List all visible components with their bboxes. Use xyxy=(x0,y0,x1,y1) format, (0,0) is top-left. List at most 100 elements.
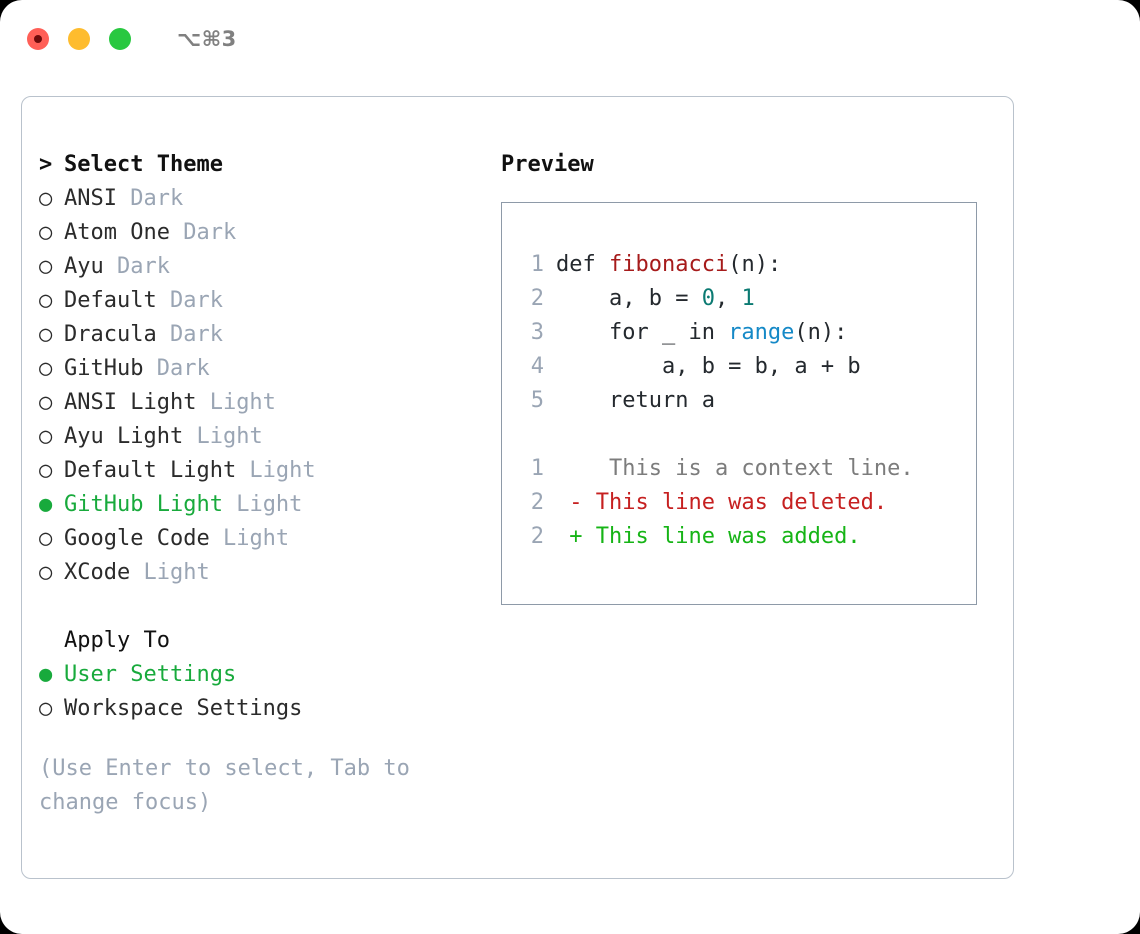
theme-item-variant-label: Light xyxy=(236,458,316,483)
code-token-plain: a, b = b, a + b xyxy=(556,354,861,379)
code-line-text: def fibonacci(n): xyxy=(556,248,781,282)
theme-list-item[interactable]: ○Google Code Light xyxy=(39,522,499,556)
theme-item-variant-label: Light xyxy=(183,424,263,449)
diff-line-text: This is a context line. xyxy=(556,456,914,481)
code-line-number: 5 xyxy=(530,388,544,413)
theme-item-label: GitHub xyxy=(64,356,144,381)
theme-list-item[interactable]: ○ Default Light Light xyxy=(39,454,499,488)
diff-line-text: + This line was added. xyxy=(556,524,861,549)
theme-item-label: Google Code xyxy=(64,526,210,551)
theme-item-variant-label: Dark xyxy=(156,322,223,347)
theme-list-item[interactable]: ○ Dracula Dark xyxy=(39,318,499,352)
code-token-plain: , xyxy=(714,286,742,311)
radio-unselected-icon[interactable]: ○ xyxy=(39,322,53,347)
theme-list-item[interactable]: ○ Ayu Light Light xyxy=(39,420,499,454)
theme-item-variant-label: Dark xyxy=(103,254,170,279)
apply-to-item[interactable]: ● User Settings xyxy=(39,658,499,692)
theme-list-item[interactable]: ○ ANSI Dark xyxy=(39,182,499,216)
theme-item-label: ANSI Light xyxy=(64,390,197,415)
theme-list-item[interactable]: ○Ayu Dark xyxy=(39,250,499,284)
diff-line-number: 1 xyxy=(530,456,544,481)
theme-item-variant-label: Light xyxy=(196,390,276,415)
theme-item-label: Ayu Light xyxy=(64,424,184,449)
theme-item-label: Atom One xyxy=(64,220,170,245)
code-line-text: return a xyxy=(556,384,715,418)
diff-line: 2 + This line was added. xyxy=(516,520,970,554)
theme-list-item[interactable]: ○ GitHub Dark xyxy=(39,352,499,386)
code-line: 2 a, b = 0, 1 xyxy=(516,282,970,316)
code-token-call: range xyxy=(728,320,795,345)
code-token-num: 1 xyxy=(741,286,755,311)
theme-item-label: ANSI xyxy=(64,186,117,211)
theme-item-variant-label: Light xyxy=(130,560,210,585)
radio-unselected-icon[interactable]: ○ xyxy=(39,390,53,415)
title-bar: ⌥⌘3 xyxy=(0,0,1140,78)
theme-item-label: Default Light xyxy=(64,458,237,483)
diff-line: 1 This is a context line. xyxy=(516,452,970,486)
code-line-number: 4 xyxy=(530,354,544,379)
apply-to-header: Apply To xyxy=(39,624,499,658)
radio-selected-icon[interactable]: ● xyxy=(39,492,53,517)
radio-unselected-icon[interactable]: ○ xyxy=(39,186,53,211)
theme-list-item[interactable]: ● GitHub Light Light xyxy=(39,488,499,522)
code-token-plain: (n): xyxy=(794,320,848,345)
code-line-text: a, b = 0, 1 xyxy=(556,282,755,316)
theme-item-variant-label: Dark xyxy=(143,356,210,381)
code-token-plain: (n): xyxy=(728,252,782,277)
theme-item-label: Dracula xyxy=(64,322,157,347)
window-controls xyxy=(27,28,131,50)
theme-item-label: Default xyxy=(64,288,157,313)
theme-item-label: GitHub Light xyxy=(64,492,223,517)
theme-item-variant-label: Dark xyxy=(116,186,184,211)
radio-unselected-icon[interactable]: ○ xyxy=(39,254,53,279)
code-token-num: 0 xyxy=(701,286,715,311)
theme-list-item[interactable]: ○ XCode Light xyxy=(39,556,499,590)
radio-selected-icon[interactable]: ● xyxy=(39,662,53,687)
code-line-text: a, b = b, a + b xyxy=(556,350,861,384)
keyboard-hint-text: (Use Enter to select, Tab to change focu… xyxy=(39,756,424,815)
select-theme-header: > Select Theme xyxy=(39,148,499,182)
theme-item-variant-label: Light xyxy=(222,492,303,517)
close-button[interactable] xyxy=(27,28,49,50)
radio-unselected-icon[interactable]: ○ xyxy=(39,560,53,585)
radio-unselected-icon[interactable]: ○ xyxy=(39,288,53,313)
content-panel: > Select Theme ○ANSI Dark○Atom One Dark○… xyxy=(21,96,1014,879)
theme-list-item[interactable]: ○ Default Dark xyxy=(39,284,499,318)
code-token-func: fibonacci xyxy=(608,252,729,277)
radio-unselected-icon[interactable]: ○ xyxy=(39,356,53,381)
diff-line-number: 2 xyxy=(530,524,544,549)
radio-unselected-icon[interactable]: ○ xyxy=(39,424,53,449)
theme-list-item[interactable]: ○ Atom One Dark xyxy=(39,216,499,250)
recording-dot-icon xyxy=(34,35,42,43)
radio-unselected-icon[interactable]: ○ xyxy=(39,696,53,721)
theme-item-variant-label: Dark xyxy=(169,220,237,245)
diff-line-number: 2 xyxy=(530,490,544,515)
apply-to-item-label: User Settings xyxy=(64,662,237,687)
apply-to-item[interactable]: ○Workspace Settings xyxy=(39,692,499,726)
diff-line-text: - This line was deleted. xyxy=(556,490,888,515)
radio-unselected-icon[interactable]: ○ xyxy=(39,220,53,245)
code-line: 5 return a xyxy=(516,384,970,418)
code-line: 4 a, b = b, a + b xyxy=(516,350,970,384)
maximize-button[interactable] xyxy=(109,28,131,50)
radio-unselected-icon[interactable]: ○ xyxy=(39,458,53,483)
code-diff-spacer xyxy=(516,418,970,452)
apply-to-list: ● User Settings ○Workspace Settings xyxy=(39,658,499,726)
theme-list-item[interactable]: ○ ANSI Light Light xyxy=(39,386,499,420)
radio-unselected-icon[interactable]: ○ xyxy=(39,526,53,551)
minimize-button[interactable] xyxy=(68,28,90,50)
apply-to-title: Apply To xyxy=(64,628,170,653)
keyboard-shortcut-label: ⌥⌘3 xyxy=(177,27,237,51)
preview-title: Preview xyxy=(501,152,594,177)
code-line-text: for _ in range(n): xyxy=(556,316,847,350)
code-token-plain: for _ in xyxy=(556,320,729,345)
theme-item-label: XCode xyxy=(64,560,131,585)
prompt-caret-icon: > xyxy=(39,152,53,177)
theme-item-variant-label: Dark xyxy=(156,288,223,313)
diff-sample: 1 This is a context line. 2 - This line w… xyxy=(516,452,970,554)
